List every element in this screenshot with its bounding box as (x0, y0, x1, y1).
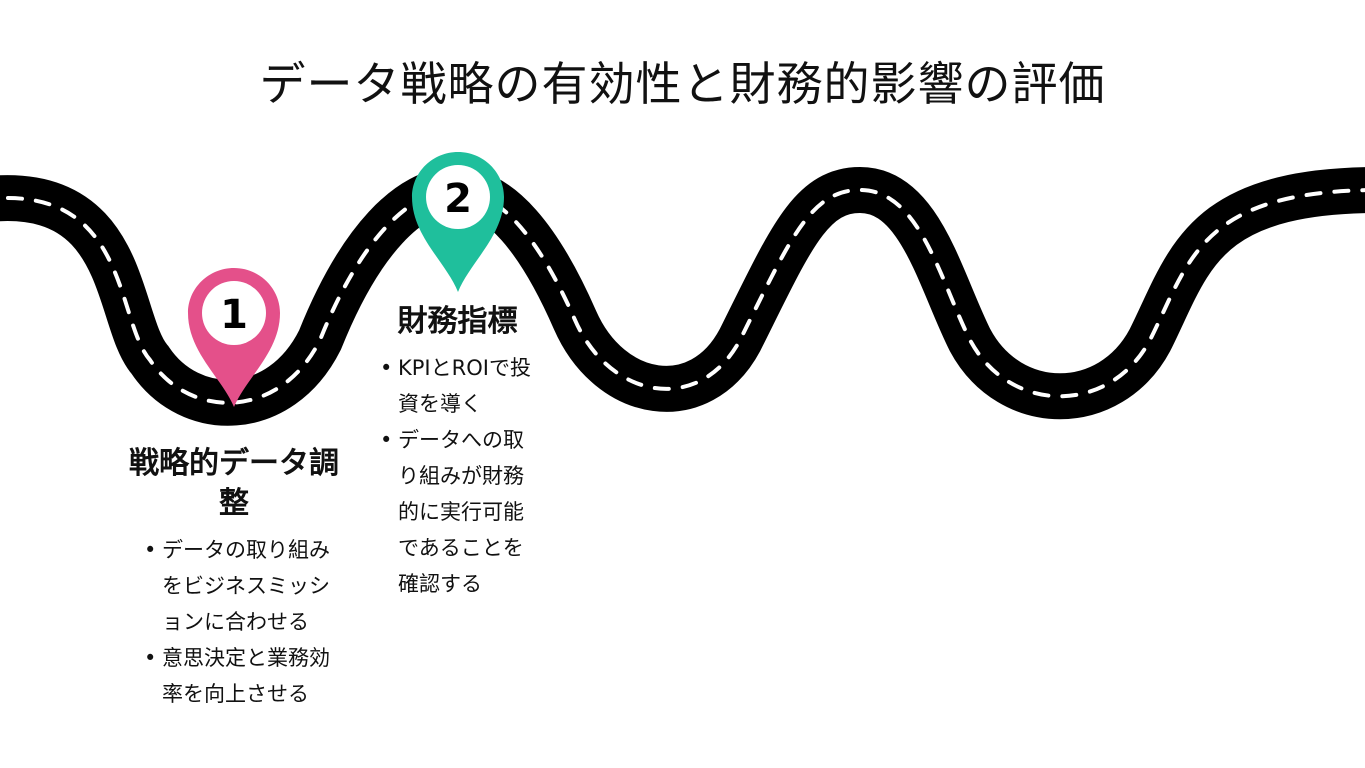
pin-2-number: 2 (444, 176, 472, 222)
marker-2-bullet-list: KPIとROIで投資を導く データへの取り組みが財務的に実行可能であることを確認… (380, 350, 540, 602)
road-center-dashes (0, 187, 1365, 405)
location-pin-2-icon: 2 (412, 152, 504, 292)
slide-title: データ戦略の有効性と財務的影響の評価 (259, 57, 1106, 111)
location-pin-1-icon: 1 (188, 268, 280, 407)
pin-2-inner-circle (426, 165, 490, 229)
marker-1-label: 戦略的データ調整 (129, 446, 339, 521)
marker-1-bullet: 意思決定と業務効率を向上させる (144, 640, 344, 712)
pin-1-inner-circle (202, 281, 266, 345)
marker-2-label: 財務指標 (397, 304, 518, 339)
marker-2-bullet: KPIとROIで投資を導く (380, 350, 540, 422)
pin-1-number: 1 (220, 292, 248, 338)
marker-2-bullet: データへの取り組みが財務的に実行可能であることを確認する (380, 422, 540, 602)
marker-1-bullet-list: データの取り組みをビジネスミッションに合わせる 意思決定と業務効率を向上させる (144, 532, 344, 712)
marker-1-bullet: データの取り組みをビジネスミッションに合わせる (144, 532, 344, 640)
